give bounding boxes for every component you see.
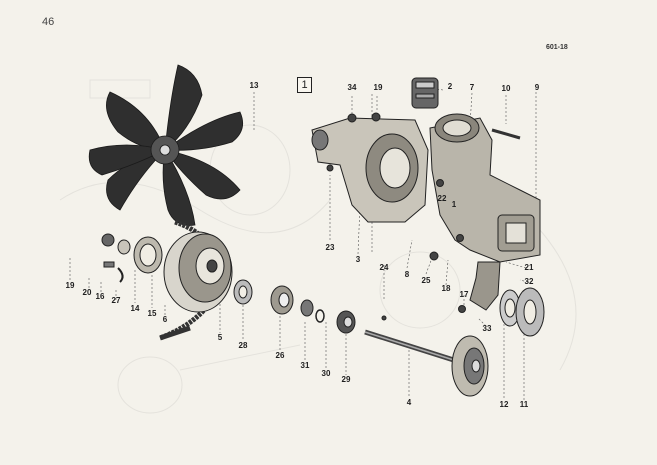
group-number-box: 1 (297, 77, 312, 93)
callout-label: 30 (321, 369, 331, 378)
callout-label: 27 (111, 296, 121, 305)
callout-label: 18 (441, 284, 451, 293)
callout-label: 7 (469, 83, 475, 92)
callout-label: 2 (447, 82, 453, 91)
pulley (163, 231, 233, 313)
callout-label: 25 (421, 276, 431, 285)
callout-label: 16 (95, 292, 105, 301)
callout-label: 23 (325, 243, 335, 252)
pump-housing-front (311, 112, 429, 223)
outlet-elbow-and-gaskets (469, 261, 545, 337)
bearings (270, 285, 356, 334)
fan-blade-assembly (88, 64, 244, 226)
callout-label: 24 (379, 263, 389, 272)
callout-label: 32 (524, 277, 534, 286)
small-bolts (326, 164, 466, 321)
shaft-with-impeller (364, 329, 489, 397)
callout-label: 33 (482, 324, 492, 333)
callout-label: 31 (300, 361, 310, 370)
stud-bolt (491, 128, 521, 140)
callout-label: 12 (499, 400, 509, 409)
callout-label: 22 (437, 194, 447, 203)
callout-label: 34 (347, 83, 357, 92)
callout-label: 20 (82, 288, 92, 297)
callout-label: 28 (238, 341, 248, 350)
callout-label: 19 (373, 83, 383, 92)
drawing-reference-code: 601-18 (546, 44, 568, 51)
callout-label: 10 (501, 84, 511, 93)
callout-label: 21 (524, 263, 534, 272)
page-number: 46 (42, 16, 55, 28)
callout-label: 8 (404, 270, 410, 279)
callout-label: 19 (65, 281, 75, 290)
washer (233, 279, 253, 305)
callout-label: 6 (162, 315, 168, 324)
pump-housing-rear (429, 113, 541, 263)
leader-lines (69, 87, 537, 400)
callout-label: 13 (249, 81, 259, 90)
callout-label: 29 (341, 375, 351, 384)
callout-label: 9 (534, 83, 540, 92)
callout-label: 11 (519, 400, 529, 409)
callout-label: 14 (130, 304, 140, 313)
callout-label: 4 (406, 398, 412, 407)
callout-label: 1 (451, 200, 457, 209)
callout-label: 15 (147, 309, 157, 318)
thermostat-cap (411, 77, 439, 109)
callout-label: 17 (459, 290, 469, 299)
callout-label: 5 (217, 333, 223, 342)
callout-label: 3 (355, 255, 361, 264)
callout-label: 26 (275, 351, 285, 360)
hub-small-parts (101, 233, 163, 283)
